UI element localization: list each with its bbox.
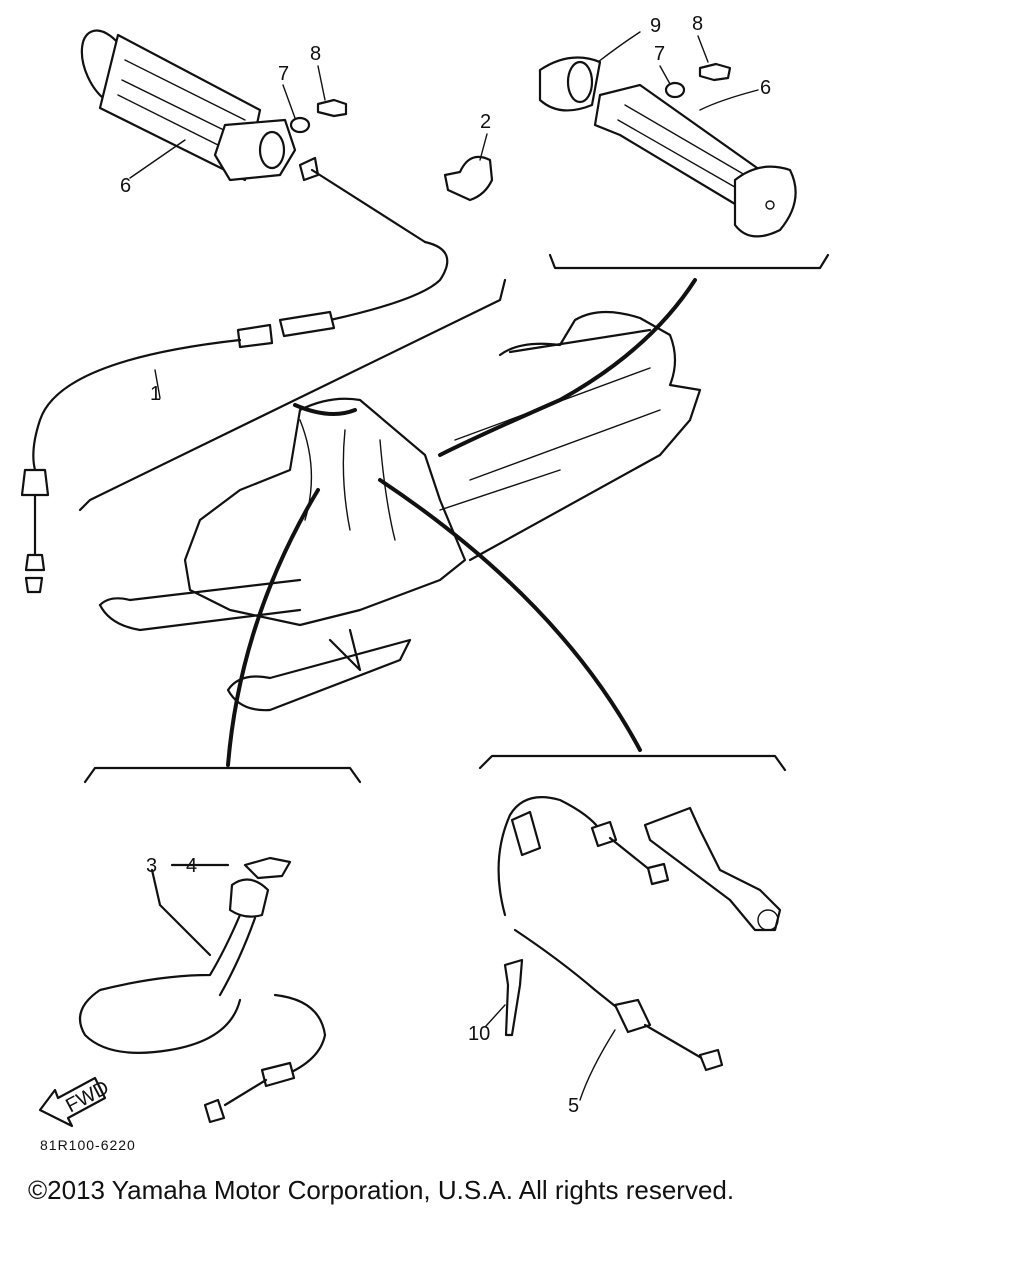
throttle-cable-part [20, 156, 449, 594]
kill-switch-assembly [78, 856, 327, 1124]
bottom-right-bracket [478, 754, 787, 772]
right-screw-part [698, 62, 732, 82]
clip-part [443, 155, 494, 202]
drawing-code: 81R100-6220 [40, 1137, 136, 1153]
top-right-bracket [548, 253, 830, 270]
bottom-left-bracket [83, 766, 362, 784]
callout-10: 10 [468, 1023, 490, 1045]
cable-tie-part [503, 958, 524, 1037]
left-grip-part [80, 29, 297, 182]
right-washer-part [664, 81, 686, 99]
pointer-line-switch [226, 488, 320, 767]
fwd-arrow-icon: FWD [38, 1077, 113, 1128]
callout-5: 5 [568, 1095, 579, 1117]
callout-8-left: 8 [310, 43, 321, 65]
pointer-line-right-grip [438, 278, 697, 457]
callout-8-right: 8 [692, 13, 703, 35]
callout-7-right: 7 [654, 43, 665, 65]
callout-7-left: 7 [278, 63, 289, 85]
callout-4: 4 [186, 855, 197, 877]
left-screw-part [316, 98, 348, 118]
callout-3: 3 [146, 855, 157, 877]
right-grip-part [538, 56, 797, 238]
pointer-line-brake [378, 478, 642, 752]
copyright-notice: ©2013 Yamaha Motor Corporation, U.S.A. A… [28, 1175, 735, 1205]
left-washer-part [289, 116, 311, 134]
snowmobile-illustration [98, 310, 702, 712]
callout-9: 9 [650, 15, 661, 37]
top-left-bracket [78, 278, 507, 512]
callout-2: 2 [480, 111, 491, 133]
callout-1: 1 [150, 383, 161, 405]
callout-6-left: 6 [120, 175, 131, 197]
pointer-line-left-grip [293, 403, 357, 416]
brake-lever-assembly [497, 796, 782, 1101]
callout-6-right: 6 [760, 77, 771, 99]
